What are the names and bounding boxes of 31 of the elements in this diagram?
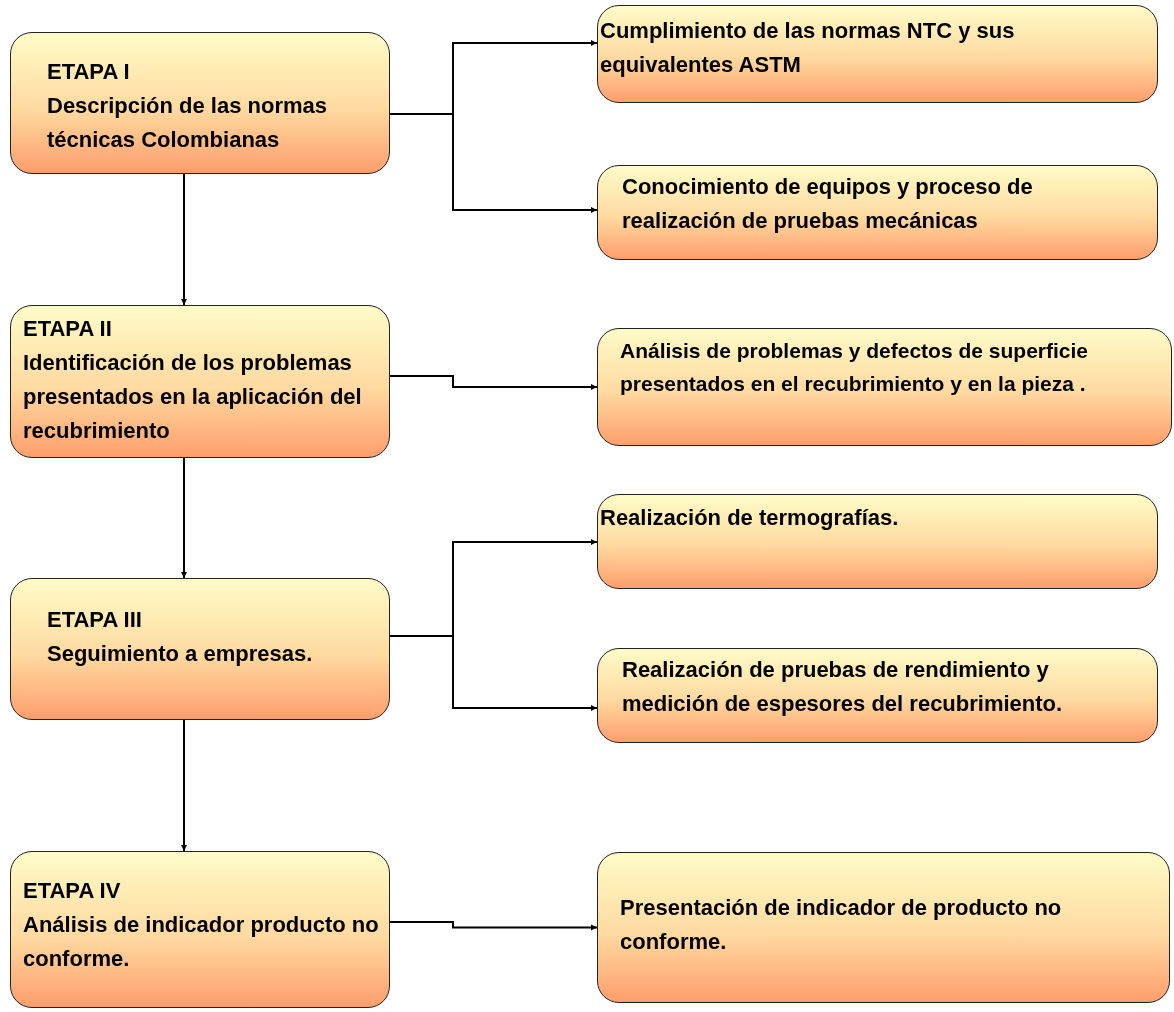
process-box: [10, 578, 390, 720]
arrow: [389, 375, 598, 390]
box-text: Descripción de las normas técnicas Colombianas: [47, 92, 328, 155]
box-text: Seguimiento a empresas.: [47, 640, 314, 669]
box-text: Conocimiento de equipos y proceso de realización de pruebas mecánicas: [622, 173, 1034, 236]
arrow: [181, 457, 187, 579]
box-text: Realización de termografías.: [600, 504, 900, 532]
stage-heading: ETAPA II: [23, 315, 113, 343]
box-text: Análisis de problemas y defectos de superficie presentados en el recubrimiento y en la pieza .: [620, 338, 1089, 397]
process-box: [10, 32, 390, 174]
stage-heading: ETAPA III: [47, 606, 143, 634]
process-box: [10, 851, 390, 1008]
arrow: [389, 113, 598, 213]
process-box: [10, 305, 390, 458]
stage-heading: ETAPA IV: [23, 877, 122, 905]
arrow: [181, 719, 187, 852]
process-box: [597, 494, 1158, 589]
box-text: Cumplimiento de las normas NTC y sus equivalentes ASTM: [600, 17, 1016, 80]
process-box: [597, 648, 1158, 743]
arrow: [181, 173, 187, 306]
arrow: [389, 921, 598, 931]
box-text: Identificación de los problemas presentados en la aplicación del recubrimiento: [23, 349, 363, 446]
process-box: [597, 165, 1158, 260]
process-box: [597, 328, 1172, 446]
stage-heading: ETAPA I: [47, 58, 131, 86]
box-text: Realización de pruebas de rendimiento y medición de espesores del recubrimiento.: [622, 656, 1064, 719]
box-text: Presentación de indicador de producto no conforme.: [620, 894, 1063, 957]
box-text: Análisis de indicador producto no conforme.: [23, 911, 379, 974]
arrow: [389, 635, 598, 711]
process-box: [597, 852, 1170, 1003]
process-box: [597, 5, 1158, 103]
